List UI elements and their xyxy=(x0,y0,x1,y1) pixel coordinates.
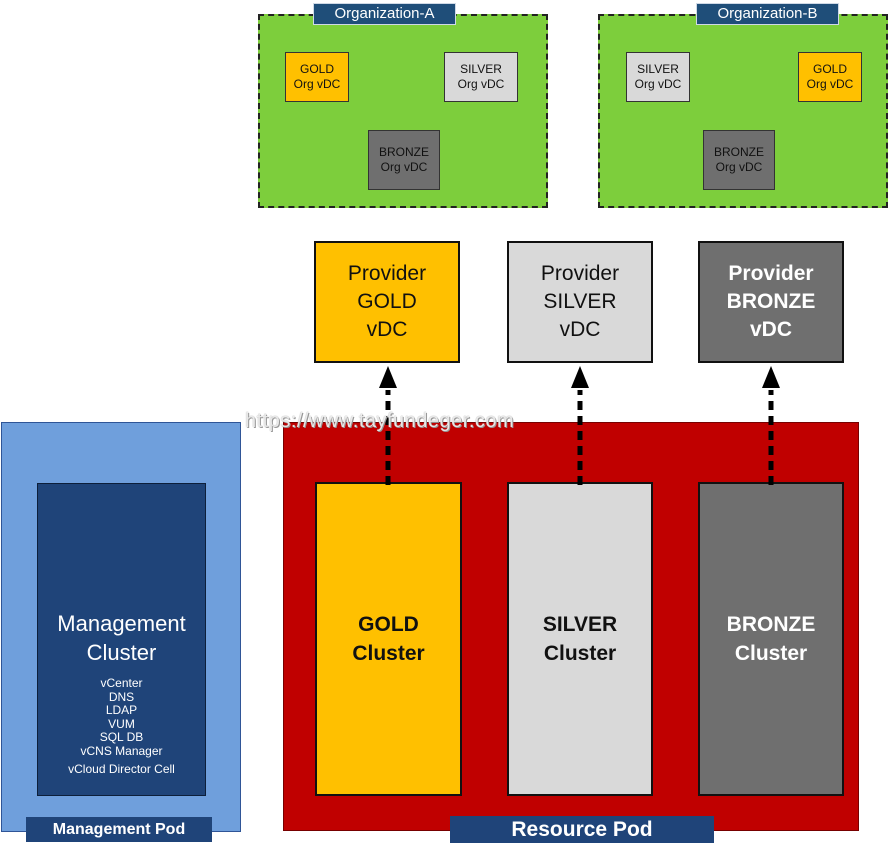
cluster-type-label: Cluster xyxy=(352,642,425,665)
bronze-connector-arrow xyxy=(762,366,780,485)
org-b-gold-org-vdc: GOLD Org vDC xyxy=(798,52,862,102)
vdc-type-label: Org vDC xyxy=(380,160,428,174)
provider-bronze-vdc: Provider BRONZE vDC xyxy=(698,241,844,363)
organization-b-title: Organization-B xyxy=(696,3,839,25)
vdc-tier-label: GOLD xyxy=(812,62,847,76)
component-item: VUM xyxy=(108,716,135,731)
org-b-silver-org-vdc: SILVER Org vDC xyxy=(626,52,690,102)
component-item: SQL DB xyxy=(99,730,144,744)
provider-tier-label: BRONZE xyxy=(726,290,816,313)
vdc-type-label: Org vDC xyxy=(457,77,505,91)
provider-type-label: vDC xyxy=(559,318,601,341)
org-a-silver-org-vdc: SILVER Org vDC xyxy=(444,52,518,102)
vdc-type-label: Org vDC xyxy=(806,77,854,91)
component-item: vCloud Director Cell xyxy=(68,762,175,776)
provider-label: Provider xyxy=(540,262,620,285)
management-pod-label: Management Pod xyxy=(26,817,212,842)
bronze-cluster: BRONZE Cluster xyxy=(698,482,844,796)
cluster-tier-label: BRONZE xyxy=(726,613,816,636)
management-pod: Management Cluster vCenter DNS LDAP VUM … xyxy=(1,422,241,832)
gold-connector-arrow xyxy=(379,366,397,485)
vdc-tier-label: SILVER xyxy=(637,62,679,76)
provider-label: Provider xyxy=(728,262,814,285)
component-item: DNS xyxy=(108,689,135,704)
vdc-type-label: Org vDC xyxy=(715,160,763,174)
provider-type-label: vDC xyxy=(366,318,408,341)
provider-gold-vdc: Provider GOLD vDC xyxy=(314,241,460,363)
vdc-tier-label: BRONZE xyxy=(713,145,764,159)
silver-connector-arrow xyxy=(571,366,589,485)
resource-pod: GOLD Cluster SILVER Cluster BRONZE Clust… xyxy=(283,422,859,831)
vdc-type-label: Org vDC xyxy=(293,77,341,91)
provider-tier-label: GOLD xyxy=(357,290,417,313)
provider-tier-label: SILVER xyxy=(543,290,617,313)
management-cluster-title: Management Cluster xyxy=(57,611,186,665)
management-components-list: vCenter DNS LDAP VUM SQL DB vCNS Manager… xyxy=(38,676,205,777)
cluster-tier-label: SILVER xyxy=(542,613,618,636)
management-cluster: Management Cluster vCenter DNS LDAP VUM … xyxy=(37,483,206,796)
provider-silver-vdc: Provider SILVER vDC xyxy=(507,241,653,363)
organization-b-box: SILVER Org vDC GOLD Org vDC BRONZE Org v… xyxy=(598,14,888,208)
silver-cluster: SILVER Cluster xyxy=(507,482,653,796)
vdc-tier-label: SILVER xyxy=(460,62,502,76)
watermark-text: https://www.tayfundeger.com xyxy=(245,410,515,432)
vdc-tier-label: GOLD xyxy=(299,62,334,76)
org-b-bronze-org-vdc: BRONZE Org vDC xyxy=(703,130,775,190)
vdc-tier-label: BRONZE xyxy=(378,145,429,159)
cluster-type-label: Cluster xyxy=(543,642,617,665)
organization-a-title: Organization-A xyxy=(313,3,456,25)
resource-pod-label: Resource Pod xyxy=(450,816,714,843)
provider-label: Provider xyxy=(347,262,427,285)
org-a-bronze-org-vdc: BRONZE Org vDC xyxy=(368,130,440,190)
gold-cluster: GOLD Cluster xyxy=(315,482,462,796)
component-item: vCenter xyxy=(100,676,143,690)
organization-a-box: GOLD Org vDC SILVER Org vDC BRONZE Org v… xyxy=(258,14,548,208)
component-item: LDAP xyxy=(105,703,138,717)
cluster-tier-label: GOLD xyxy=(358,613,419,636)
provider-type-label: vDC xyxy=(749,318,792,341)
vdc-type-label: Org vDC xyxy=(634,77,682,91)
component-item: vCNS Manager xyxy=(80,743,163,758)
org-a-gold-org-vdc: GOLD Org vDC xyxy=(285,52,349,102)
cluster-type-label: Cluster xyxy=(734,642,808,665)
